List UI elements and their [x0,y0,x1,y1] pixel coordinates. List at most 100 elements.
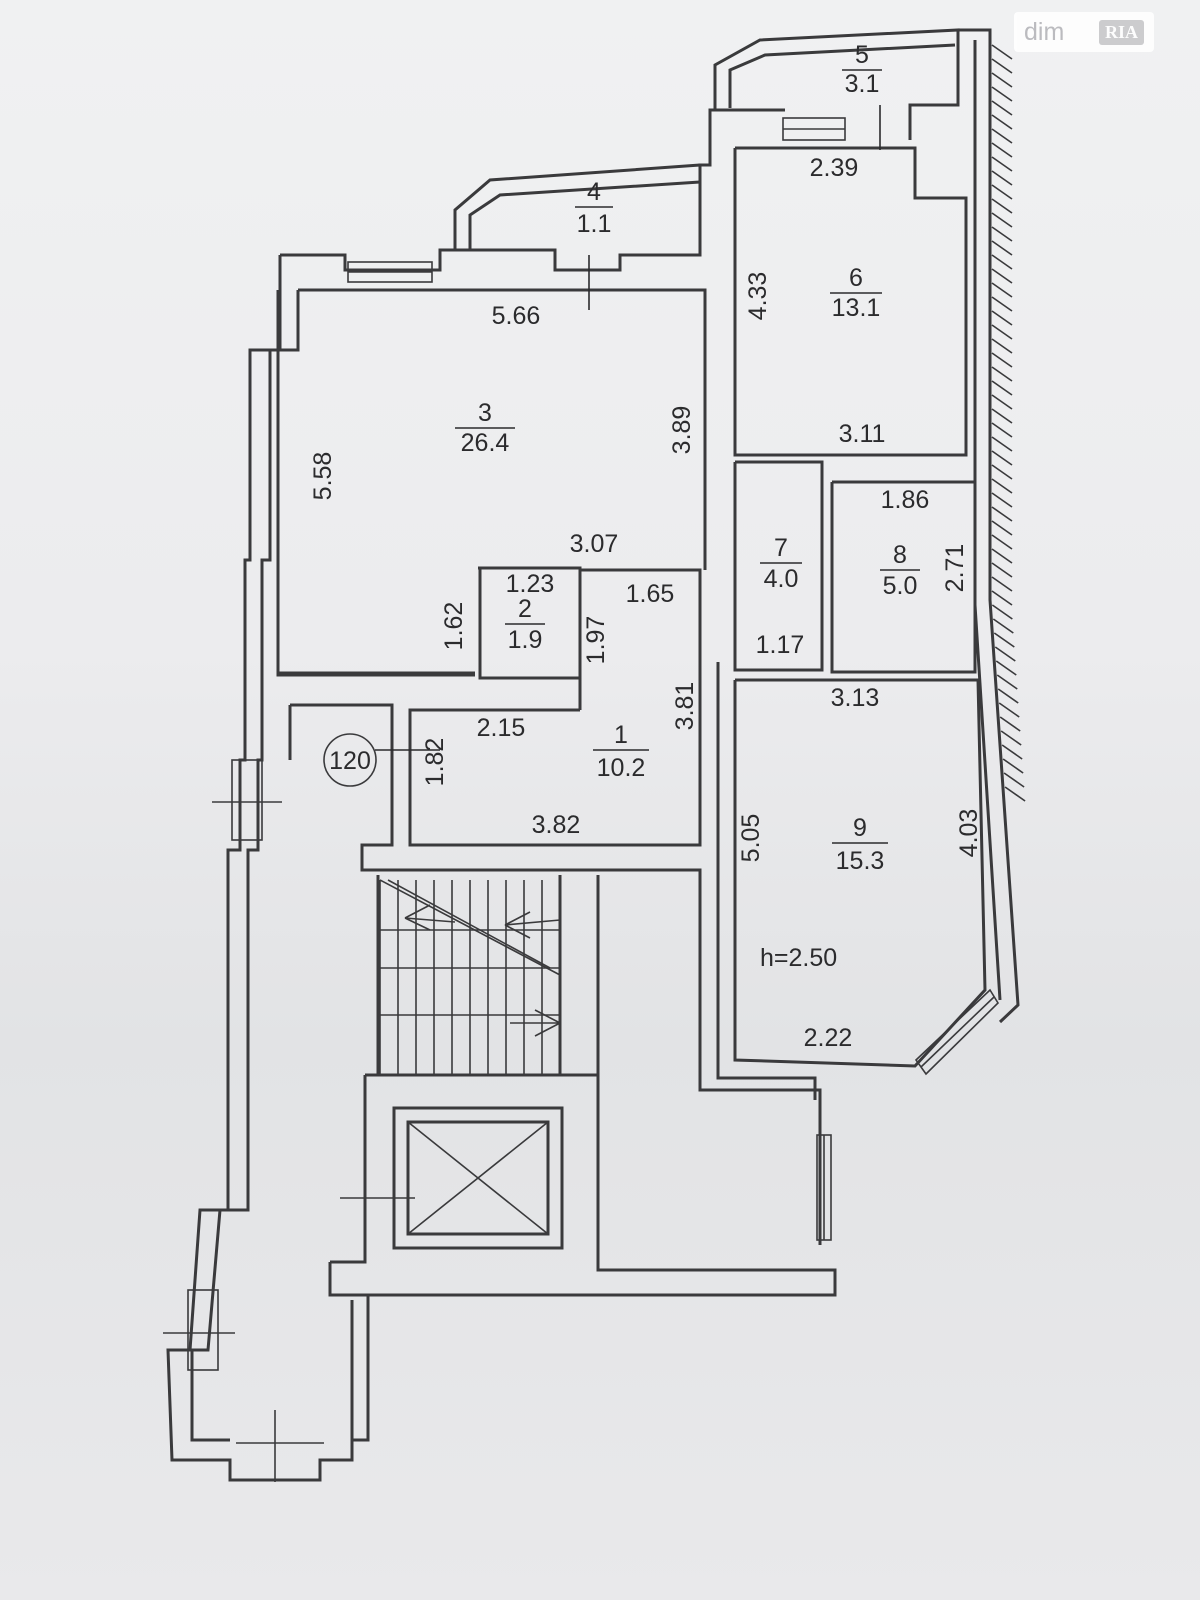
room-number: 3 [478,399,492,427]
hatch-stroke [991,268,1013,284]
room-area: 5.0 [883,572,918,600]
hatch-stroke [991,296,1013,312]
hatch-stroke [991,562,1013,578]
dimension-label: 1.62 [440,602,468,651]
dimension-label: 2.39 [810,154,859,182]
hatch-stroke [991,478,1013,494]
hatch-stroke [991,450,1013,466]
hatch-stroke [991,506,1013,522]
hatch-stroke [997,688,1019,704]
room-area: 10.2 [597,754,646,782]
dimension-label: 1.65 [626,580,675,608]
hatch-stroke [994,646,1016,662]
hatch-stroke [1001,744,1023,760]
room-area: 1.1 [577,210,612,238]
dimension-label: 2.71 [941,544,969,593]
dimension-label: 1.17 [756,631,805,659]
hatch-stroke [991,408,1013,424]
room-area: 13.1 [832,294,881,322]
dimension-label: 4.33 [744,272,772,321]
hatch-stroke [991,520,1013,536]
dimension-label: 3.82 [532,811,581,839]
hatch-stroke [991,310,1013,326]
exterior-hatching [991,44,1026,802]
room-number: 6 [849,264,863,292]
hatch-stroke [1003,772,1025,788]
hatch-stroke [991,436,1013,452]
hatch-stroke [991,576,1013,592]
hatch-stroke [991,422,1013,438]
dimension-label: 5.58 [309,452,337,501]
hatch-stroke [991,534,1013,550]
hatch-stroke [991,226,1013,242]
hatch-stroke [991,324,1013,340]
dimria-watermark-logo: dim RIA [1014,12,1154,52]
hatch-stroke [996,674,1018,690]
room-number: 8 [893,541,907,569]
hatch-stroke [991,282,1013,298]
hatch-stroke [991,338,1013,354]
room-area: 4.0 [764,565,799,593]
apartment-number-circle [323,733,377,787]
hatch-stroke [991,604,1013,620]
hatch-stroke [991,380,1013,396]
watermark-brand: dim [1024,17,1065,46]
hatch-stroke [993,632,1015,648]
dimension-label: 1.97 [582,616,610,665]
hatch-stroke [991,44,1013,60]
hatch-stroke [991,492,1013,508]
watermark-badge: RIA [1098,19,1144,45]
hatch-stroke [999,716,1021,732]
hatch-stroke [991,58,1013,74]
hatch-stroke [991,72,1013,88]
hatch-stroke [991,184,1013,200]
hatch-stroke [991,170,1013,186]
dimension-label: 1.23 [506,570,555,598]
hatch-stroke [991,548,1013,564]
room-area: 3.1 [845,70,880,98]
hatch-stroke [991,352,1013,368]
hatch-stroke [991,590,1013,606]
hatch-stroke [991,142,1013,158]
hatch-stroke [991,198,1013,214]
dimension-label: 2.22 [804,1024,853,1052]
apartment-number: 120 [329,747,371,775]
room-area: 15.3 [836,847,885,875]
room-number: 4 [587,178,601,206]
hatch-stroke [991,464,1013,480]
room-area: 26.4 [461,429,510,457]
dimension-label: 3.07 [570,530,619,558]
room-number: 7 [774,534,788,562]
dimension-labels: 2.39 4.33 3.11 5.66 3.89 5.58 3.07 1.62 … [309,154,983,1052]
hatch-stroke [991,240,1013,256]
room-number: 9 [853,814,867,842]
windows [163,117,1000,1482]
hatch-stroke [995,660,1017,676]
hatch-stroke [991,156,1013,172]
hatch-stroke [1000,730,1022,746]
ceiling-height: h=2.50 [760,944,837,972]
room-number: 1 [614,721,628,749]
dimension-ticks [375,105,881,751]
hatch-stroke [991,86,1013,102]
hatch-stroke [991,254,1013,270]
staircase [378,879,561,1075]
dimension-label: 1.86 [881,486,930,514]
room-labels: 4 1.1 5 3.1 6 13.1 3 26.4 7 4.0 8 5.0 2 … [455,41,920,972]
dimension-label: 3.89 [668,406,696,455]
dimension-label: 4.03 [955,809,983,858]
hatch-stroke [992,618,1014,634]
hatch-stroke [991,212,1013,228]
hatch-stroke [991,366,1013,382]
hatch-stroke [1004,786,1026,802]
dimension-label: 3.13 [831,684,880,712]
room-area: 1.9 [508,626,543,654]
room-number: 2 [518,595,532,623]
room-number: 5 [855,41,869,69]
wall-lines [166,28,1020,1482]
dimension-label: 5.66 [492,302,541,330]
hatch-stroke [991,114,1013,130]
dimension-label: 2.15 [477,714,526,742]
